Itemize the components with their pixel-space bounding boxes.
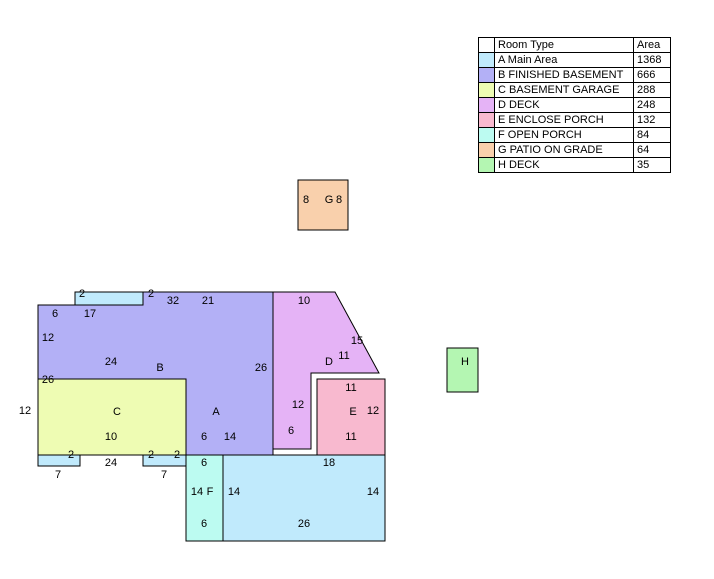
room-a-main-area: [222, 454, 386, 542]
legend-area: 1368: [633, 52, 671, 68]
legend-room-type: B FINISHED BASEMENT: [494, 67, 634, 83]
room-label-e: E: [349, 406, 356, 418]
legend-header-swatch: [478, 37, 495, 53]
dim-label: 7: [55, 469, 61, 481]
room-label-b: B: [156, 362, 163, 374]
legend-room-type: G PATIO ON GRADE: [494, 142, 634, 158]
dim-label: 11: [345, 382, 356, 394]
legend-row: E ENCLOSE PORCH 132: [478, 112, 671, 128]
room-c-basement-garage: [37, 378, 187, 456]
legend-row: F OPEN PORCH 84: [478, 127, 671, 143]
dim-label: 8: [303, 194, 309, 206]
dim-label: 26: [298, 518, 310, 530]
legend-row: D DECK 248: [478, 97, 671, 113]
legend-area: 64: [633, 142, 671, 158]
room-type-legend: Room Type Area A Main Area 1368 B FINISH…: [478, 37, 671, 173]
room-b-bump: [74, 291, 144, 306]
dim-label: 32: [167, 295, 179, 307]
room-label-f: F: [207, 486, 214, 498]
dim-label: 24: [105, 457, 117, 469]
dim-label: 11: [345, 431, 356, 443]
dim-label: 2: [68, 449, 74, 461]
dim-label: 14: [224, 431, 236, 443]
legend-swatch: [478, 97, 495, 113]
dim-label: 26: [255, 362, 267, 374]
room-g-patio: [297, 179, 349, 231]
dim-label: 14: [228, 486, 240, 498]
legend-swatch: [478, 112, 495, 128]
legend-area: 132: [633, 112, 671, 128]
room-c-bump-left: [37, 454, 81, 467]
legend-room-type: A Main Area: [494, 52, 634, 68]
legend-header-area: Area: [633, 37, 671, 53]
dim-label: 2: [79, 288, 85, 300]
dim-label: 10: [298, 295, 310, 307]
legend-area: 84: [633, 127, 671, 143]
dim-label: 6: [288, 425, 294, 437]
legend-row: H DECK 35: [478, 157, 671, 173]
dim-label: 6: [52, 308, 58, 320]
dim-label: 24: [105, 356, 117, 368]
legend-swatch: [478, 157, 495, 173]
dim-label: 6: [201, 518, 207, 530]
legend-header-row: Room Type Area: [478, 37, 671, 53]
dim-label: 11: [338, 350, 349, 362]
dim-label: 6: [201, 457, 207, 469]
room-label-g: G: [325, 194, 334, 206]
dim-label: 14: [191, 486, 203, 498]
dim-label: 12: [42, 332, 54, 344]
legend-header-type: Room Type: [494, 37, 634, 53]
dim-label: 2: [148, 288, 154, 300]
legend-room-type: F OPEN PORCH: [494, 127, 634, 143]
dim-label: 10: [105, 431, 117, 443]
dim-label: 6: [201, 431, 207, 443]
room-label-a: A: [212, 406, 220, 418]
dim-label: 14: [367, 486, 379, 498]
legend-area: 666: [633, 67, 671, 83]
legend-room-type: D DECK: [494, 97, 634, 113]
dim-label: 26: [42, 374, 54, 386]
legend-room-type: E ENCLOSE PORCH: [494, 112, 634, 128]
legend-row: B FINISHED BASEMENT 666: [478, 67, 671, 83]
room-label-c: C: [113, 406, 121, 418]
dim-label: 12: [19, 405, 31, 417]
legend-swatch: [478, 127, 495, 143]
dim-label: 7: [161, 469, 167, 481]
dim-label: 8: [336, 194, 342, 206]
legend-row: A Main Area 1368: [478, 52, 671, 68]
dim-label: 17: [84, 308, 96, 320]
room-d-deck: [272, 291, 380, 450]
legend-row: G PATIO ON GRADE 64: [478, 142, 671, 158]
legend-row: C BASEMENT GARAGE 288: [478, 82, 671, 98]
room-label-d: D: [325, 356, 333, 368]
legend-swatch: [478, 52, 495, 68]
dim-label: 2: [148, 449, 154, 461]
legend-swatch: [478, 82, 495, 98]
dim-label: 12: [367, 405, 379, 417]
room-h-deck: [446, 347, 479, 393]
room-label-h: H: [461, 356, 469, 368]
room-e-enclose-porch: [316, 378, 386, 456]
legend-area: 35: [633, 157, 671, 173]
legend-swatch: [478, 142, 495, 158]
dim-label: 12: [292, 399, 304, 411]
legend-room-type: C BASEMENT GARAGE: [494, 82, 634, 98]
dim-label: 2: [174, 449, 180, 461]
dim-label: 18: [323, 457, 335, 469]
legend-room-type: H DECK: [494, 157, 634, 173]
legend-swatch: [478, 67, 495, 83]
legend-area: 248: [633, 97, 671, 113]
dim-label: 21: [202, 295, 214, 307]
legend-area: 288: [633, 82, 671, 98]
dim-label: 15: [351, 335, 363, 347]
